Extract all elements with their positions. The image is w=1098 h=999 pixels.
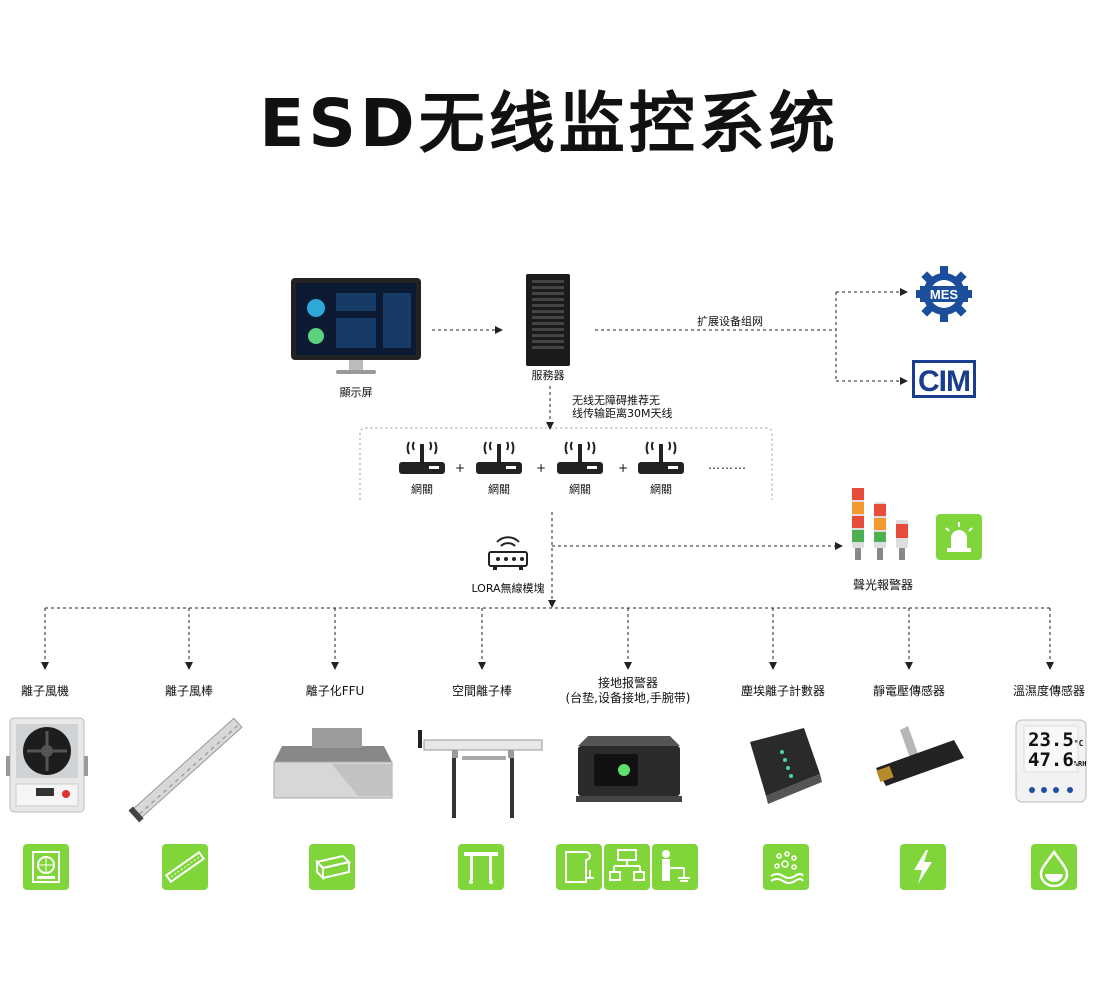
ffu-icon [309,844,355,890]
category-label-voltage-sensor: 靜電壓傳感器 [872,684,945,698]
router-icon [557,441,603,474]
gateway-label: 網關 [411,483,433,496]
gateway-1 [395,438,449,482]
ion-fan-device [6,717,88,813]
server-label: 服務器 [531,369,565,382]
category-label-ion-fan: 離子風機 [20,684,69,698]
gateway-label: 網關 [488,483,510,496]
monitor-icon [291,278,421,374]
category-label-ion-bar: 離子風棒 [164,684,213,698]
equipment-grounding-icon [604,844,650,890]
alarm-label: 聲光報警器 [852,578,913,592]
temp-humidity-device [1015,719,1087,803]
ion-bar-device [128,717,243,823]
signal-tower-icon [852,488,908,560]
router-icon [476,441,522,474]
plus-sign: + [536,461,547,475]
fan-icon [23,844,69,890]
space-ion-icon [458,844,504,890]
page-title: ESD无线监控系统 [259,85,839,162]
wireless-note-line2: 线传输距离30M天线 [572,407,673,420]
router-icon [638,441,684,474]
wireless-note-line1: 无线无障碍推荐无 [572,394,660,407]
ffu-device [273,728,393,799]
category-label-temp-humidity: 溫濕度傳感器 [1012,684,1085,698]
voltage-sensor-device [876,726,964,786]
server-icon [526,274,570,366]
gateway-label: 網關 [650,483,672,496]
category-label-grounding: 接地报警器 (台垫,设备接地,手腕带) [565,676,691,705]
category-label-dust-counter: 塵埃離子計數器 [740,684,825,698]
cim-label: CIM [912,360,976,398]
plus-sign: + [455,461,466,475]
wireless-note: 无线无障碍推荐无 线传输距离30M天线 [572,394,673,420]
space-ion-device [418,730,543,818]
lightning-icon [900,844,946,890]
dust-counter-device [750,728,822,804]
gateway-4 [634,438,688,482]
ellipsis: ……… [708,458,747,472]
water-drop-icon [1031,844,1077,890]
temperature-value: 23.5 [1028,729,1074,751]
humidity-display: 47.6%RH [1028,750,1086,774]
expand-network-label: 扩展设备组网 [697,315,763,328]
category-label-space-ion: 空間離子棒 [451,684,512,698]
ion-bar-icon [162,844,208,890]
grounding-alarm-device [576,736,682,802]
display-label: 顯示屏 [339,386,373,399]
dust-icon [763,844,809,890]
temperature-unit: °C [1073,739,1084,748]
lora-module-icon [488,536,528,570]
gateway-3 [553,438,607,482]
mat-grounding-icon [556,844,602,890]
mes-label: MES [929,287,959,302]
router-icon [399,441,445,474]
alarm-beacon-icon [936,514,982,560]
humidity-value: 47.6 [1028,749,1074,771]
lora-label: LORA無線模塊 [471,582,545,595]
category-label-ffu: 離子化FFU [305,684,365,698]
gateway-2 [472,438,526,482]
humidity-unit: %RH [1073,760,1087,768]
wrist-strap-grounding-icon [652,844,698,890]
plus-sign: + [618,461,629,475]
gateway-label: 網關 [569,483,591,496]
temp-display: 23.5°C [1028,730,1083,754]
mes-gear-icon [916,266,972,322]
